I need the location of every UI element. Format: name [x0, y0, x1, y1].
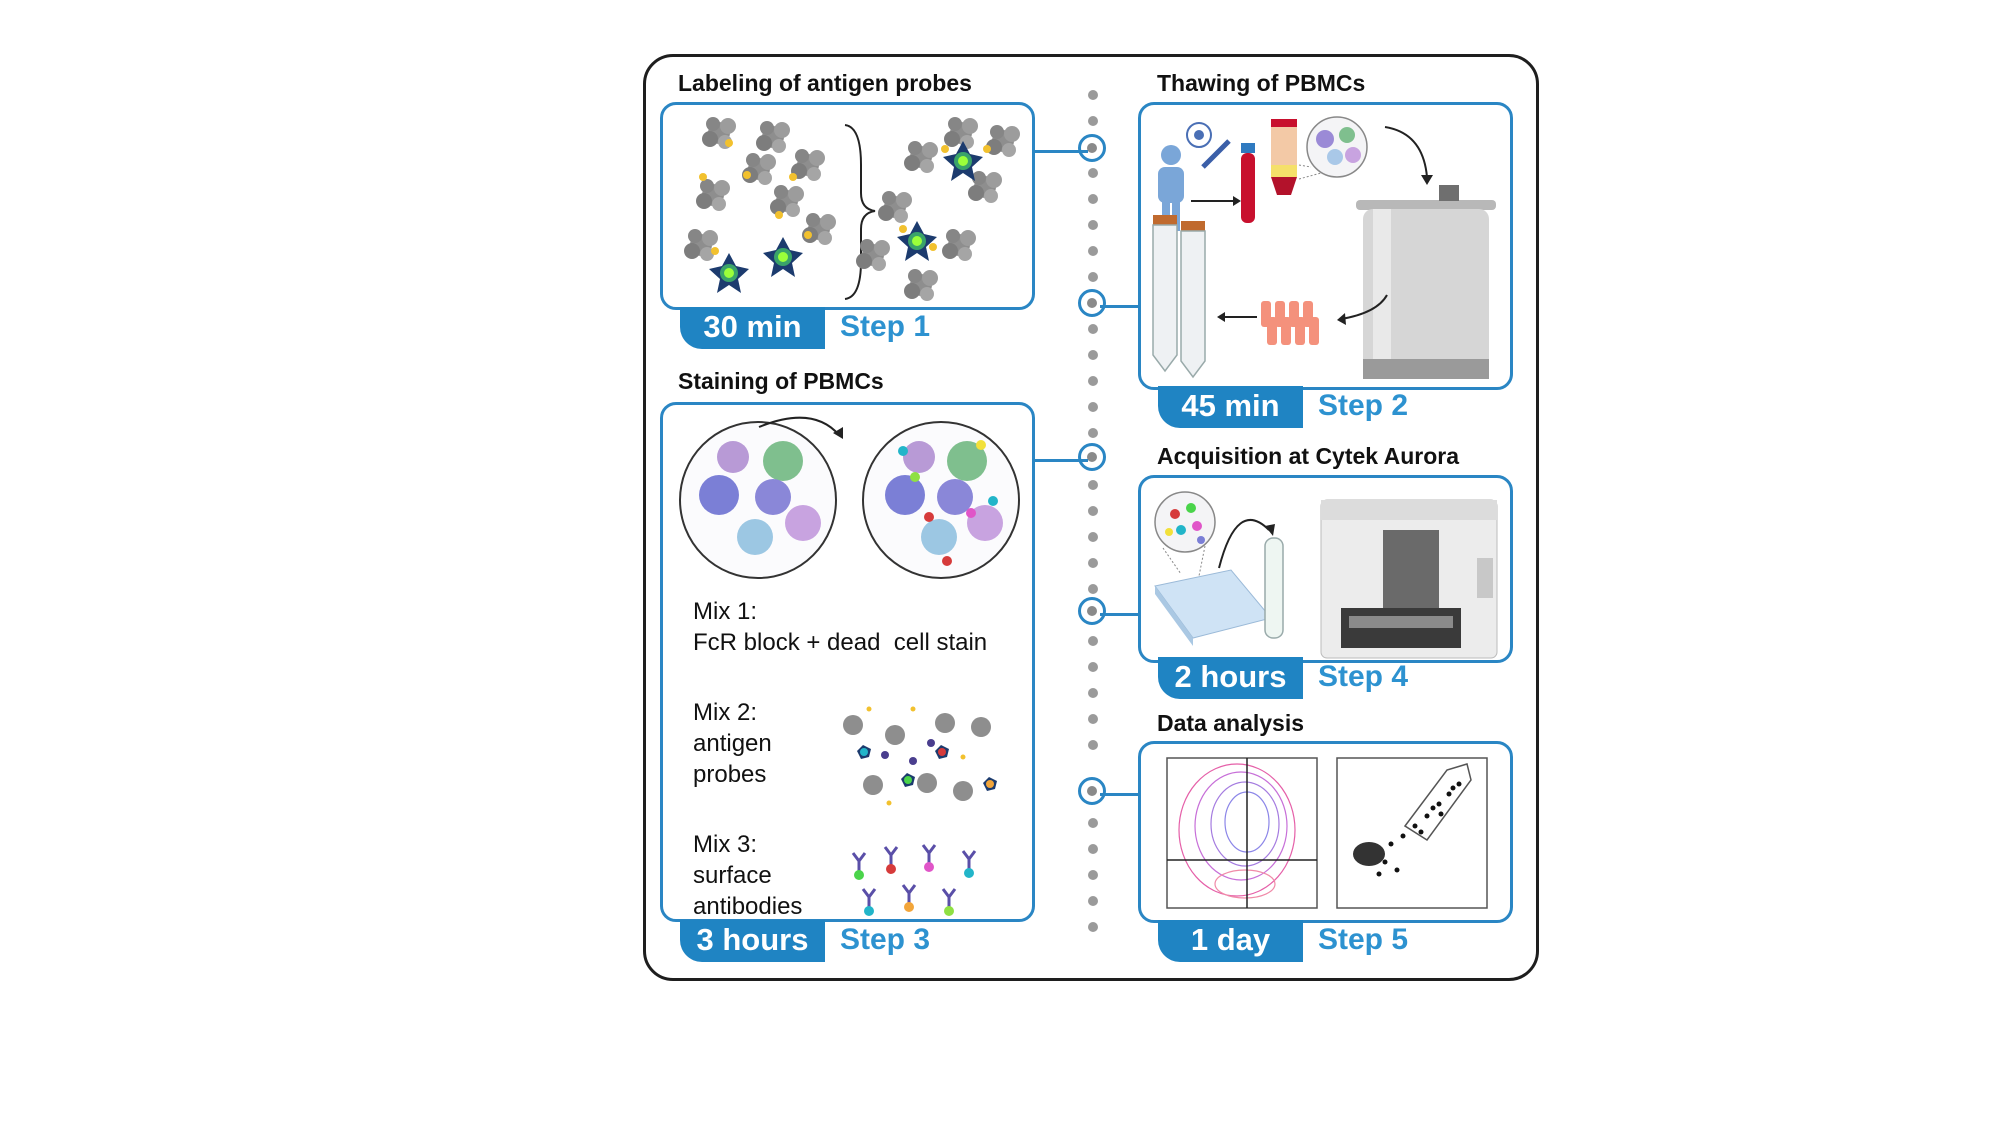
step2-panel: [1138, 102, 1513, 390]
step5-label: Step 5: [1318, 923, 1409, 956]
timeline-node: [1078, 443, 1106, 471]
timeline-dot: [1088, 324, 1098, 334]
step5-panel: [1138, 741, 1513, 923]
mix3-line1: surface: [693, 862, 772, 889]
data-analysis-plots: [1166, 757, 1488, 909]
timeline-dot: [1088, 844, 1098, 854]
timeline: [1078, 90, 1106, 940]
mix2-line2: probes: [693, 761, 767, 788]
timeline-dot: [1088, 376, 1098, 386]
step4-time: 2 hours: [1158, 657, 1303, 699]
step4-panel: [1138, 475, 1513, 663]
mix2-heading: Mix 2:: [693, 699, 758, 726]
timeline-dot: [1088, 896, 1098, 906]
timeline-dot: [1088, 636, 1098, 646]
timeline-dot: [1088, 402, 1098, 412]
mix2-line1: antigen: [693, 730, 772, 757]
timeline-dot: [1088, 818, 1098, 828]
antigen-probe-illustration: [684, 117, 1020, 301]
timeline-dot: [1088, 740, 1098, 750]
acquisition-illustration: [1154, 491, 1498, 659]
timeline-node: [1078, 134, 1106, 162]
timeline-dot: [1088, 428, 1098, 438]
timeline-dot: [1088, 870, 1098, 880]
thawing-illustration: [1152, 116, 1496, 379]
step5-title: Data analysis: [1157, 710, 1305, 736]
mix1-desc: FcR block + dead cell stain: [693, 629, 988, 656]
timeline-dot: [1088, 688, 1098, 698]
timeline-dot: [1088, 584, 1098, 594]
step1-label: Step 1: [840, 310, 931, 343]
step1-time: 30 min: [680, 307, 825, 349]
timeline-dot: [1088, 532, 1098, 542]
timeline-dot: [1088, 506, 1098, 516]
step3-panel: Mix 1: FcR block + dead cell stain Mix 2…: [660, 402, 1035, 922]
timeline-dot: [1088, 194, 1098, 204]
timeline-dot: [1088, 90, 1098, 100]
timeline-dot: [1088, 480, 1098, 490]
step4-title: Acquisition at Cytek Aurora: [1157, 443, 1460, 469]
timeline-dot: [1088, 272, 1098, 282]
timeline-dot: [1088, 714, 1098, 724]
timeline-dot: [1088, 220, 1098, 230]
timeline-node: [1078, 597, 1106, 625]
step2-time: 45 min: [1158, 386, 1303, 428]
timeline-dot: [1088, 116, 1098, 126]
step2-label: Step 2: [1318, 389, 1409, 422]
step4-label: Step 4: [1318, 660, 1409, 693]
connector-step1: [1033, 150, 1088, 153]
connector-step3: [1033, 459, 1088, 462]
step3-label: Step 3: [840, 923, 931, 956]
timeline-node: [1078, 289, 1106, 317]
timeline-node: [1078, 777, 1106, 805]
timeline-dot: [1088, 662, 1098, 672]
step3-title: Staining of PBMCs: [678, 368, 884, 394]
step2-title: Thawing of PBMCs: [1157, 70, 1366, 96]
timeline-dot: [1088, 350, 1098, 360]
connector-step5: [1100, 793, 1140, 796]
step1-title: Labeling of antigen probes: [678, 70, 972, 96]
mix2-probes-illustration: [843, 706, 997, 806]
connector-step2: [1100, 305, 1140, 308]
connector-step4: [1100, 613, 1140, 616]
step5-time: 1 day: [1158, 920, 1303, 962]
staining-illustration: [679, 416, 1020, 916]
mix1-heading: Mix 1:: [693, 598, 758, 625]
mix3-line2: antibodies: [693, 893, 803, 920]
mix3-antibodies-illustration: [851, 844, 977, 909]
step3-time: 3 hours: [680, 920, 825, 962]
timeline-dot: [1088, 922, 1098, 932]
timeline-dot: [1088, 168, 1098, 178]
step1-panel: [660, 102, 1035, 310]
mix3-heading: Mix 3:: [693, 831, 758, 858]
timeline-dot: [1088, 558, 1098, 568]
timeline-dot: [1088, 246, 1098, 256]
